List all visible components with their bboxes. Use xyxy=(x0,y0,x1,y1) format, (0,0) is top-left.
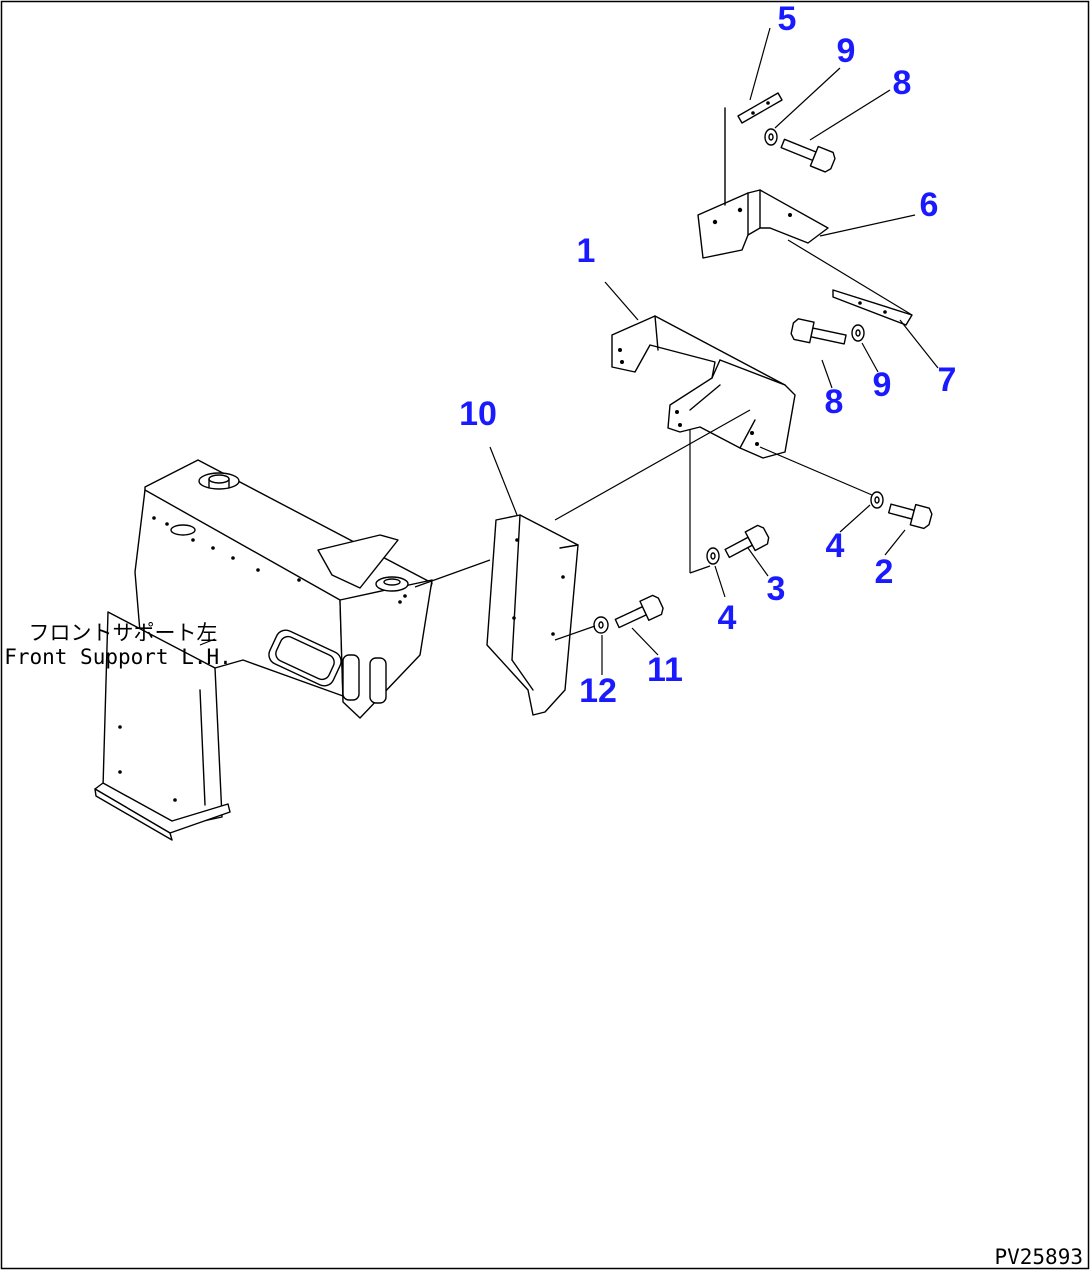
callout-6: 6 xyxy=(920,186,939,224)
callout-9: 9 xyxy=(873,366,892,404)
callout-labels: 5 9 8 6 1 7 9 8 10 4 2 3 4 11 12 xyxy=(459,0,956,710)
callout-5: 5 xyxy=(778,0,797,38)
reference-label-japanese: フロントサポート左 xyxy=(29,621,218,645)
callout-8: 8 xyxy=(893,64,912,102)
callout-11: 11 xyxy=(647,651,683,689)
callout-1: 1 xyxy=(577,232,596,270)
callout-9: 9 xyxy=(837,32,856,70)
front-support-lh-drawing xyxy=(94,459,433,841)
callout-4: 4 xyxy=(826,527,845,565)
leader-lines xyxy=(414,27,939,675)
part-6-bracket-drawing xyxy=(697,107,829,259)
part-5-plate-drawing xyxy=(737,92,783,124)
callout-7: 7 xyxy=(938,361,957,399)
part-10-plate-drawing xyxy=(486,514,579,716)
callout-2: 2 xyxy=(875,553,894,591)
part-1-cover-drawing xyxy=(611,315,796,459)
drawing-id: PV25893 xyxy=(994,1245,1083,1269)
reference-label-english: Front Support L.H. xyxy=(4,645,232,669)
part-7-plate-drawing xyxy=(787,239,913,326)
washers-drawing xyxy=(593,128,884,634)
callout-3: 3 xyxy=(767,570,786,608)
callout-4: 4 xyxy=(718,599,737,637)
callout-12: 12 xyxy=(579,672,617,710)
bolts-drawing xyxy=(614,138,933,629)
callout-10: 10 xyxy=(459,395,497,433)
callout-8: 8 xyxy=(825,383,844,421)
